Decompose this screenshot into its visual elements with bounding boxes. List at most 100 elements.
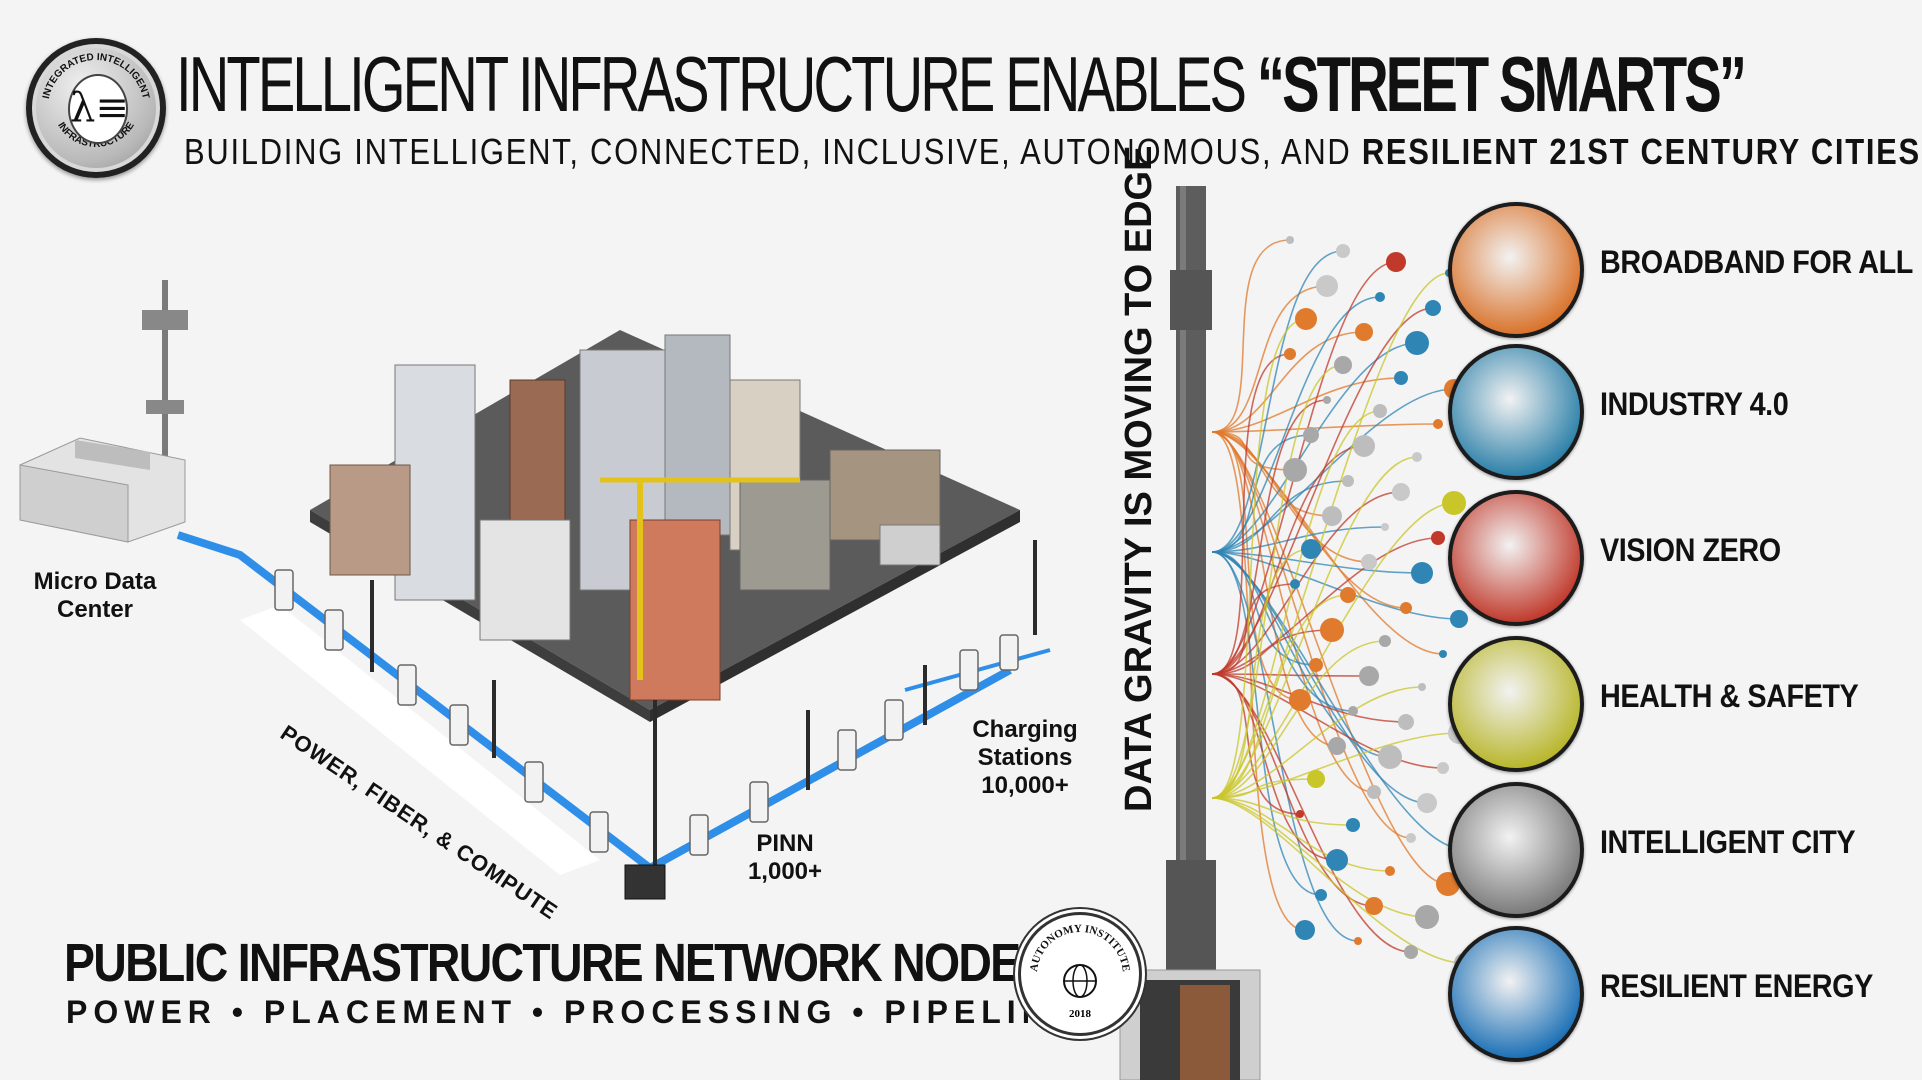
data-dot — [1323, 396, 1331, 404]
fan-line — [1211, 480, 1349, 553]
fan-line — [1211, 502, 1455, 799]
data-dot — [1342, 475, 1354, 487]
street-traffic-photo — [1448, 490, 1584, 626]
lambda-icon: λ≡ — [68, 74, 129, 144]
data-dot — [1415, 905, 1439, 929]
fan-line — [1211, 797, 1354, 826]
fan-line — [1211, 239, 1291, 433]
fan-line — [1211, 551, 1465, 850]
data-dot — [1355, 323, 1373, 341]
fan-line — [1211, 548, 1312, 799]
data-dot — [1406, 833, 1416, 843]
fan-line — [1211, 732, 1460, 799]
autonomy-institute-seal: AUTONOMY INSTITUTE 2018 — [1018, 912, 1142, 1036]
micro-data-center-label: Micro Data Center — [33, 568, 157, 623]
pinn-base — [624, 864, 666, 900]
fan-line — [1211, 673, 1370, 677]
data-dot — [1353, 435, 1375, 457]
data-dots — [1283, 236, 1474, 973]
fan-line — [1211, 296, 1381, 553]
data-dot — [1386, 252, 1406, 272]
data-dot — [1394, 371, 1408, 385]
charging-stations — [274, 569, 1019, 856]
fan-line — [1211, 331, 1365, 433]
data-dot — [1417, 793, 1437, 813]
fan-line — [1211, 364, 1344, 799]
skyline-photo — [1448, 782, 1584, 918]
category-label: VISION ZERO — [1600, 532, 1781, 568]
title-bold: “STREET SMARTS” — [1256, 40, 1747, 128]
data-dot — [1301, 539, 1321, 559]
data-dot — [1286, 236, 1294, 244]
data-dot — [1418, 683, 1426, 691]
data-fan-lines — [1211, 239, 1465, 964]
city-buildings — [329, 334, 941, 701]
pinn-subheading: POWER • PLACEMENT • PROCESSING • PIPELIN… — [66, 994, 1079, 1030]
data-dot — [1348, 706, 1358, 716]
pinn-label: PINN 1,000+ — [747, 830, 823, 885]
edge-pole-diagram — [1119, 186, 1474, 1080]
data-dot — [1296, 810, 1304, 818]
data-dot — [1398, 714, 1414, 730]
data-dot — [1315, 889, 1327, 901]
data-dot — [1328, 737, 1346, 755]
seal-graphic: AUTONOMY INSTITUTE 2018 — [1028, 923, 1132, 1020]
data-dot — [1359, 666, 1379, 686]
data-dot — [1378, 745, 1402, 769]
fan-line — [1211, 686, 1423, 799]
fan-line — [1211, 491, 1402, 675]
fiber-line — [176, 531, 1012, 873]
fan-line — [1211, 594, 1349, 799]
data-dot — [1309, 658, 1323, 672]
fan-line — [1211, 456, 1418, 799]
fan-line — [1211, 778, 1317, 799]
fan-line — [1211, 551, 1359, 942]
data-dot — [1385, 866, 1395, 876]
fan-line — [1211, 399, 1328, 675]
data-dot — [1295, 308, 1317, 330]
energy-city-photo — [1448, 926, 1584, 1062]
fan-line — [1211, 434, 1312, 553]
data-dot — [1326, 849, 1348, 871]
data-dot — [1346, 818, 1360, 832]
smart-pole — [1119, 186, 1261, 1080]
fan-line — [1211, 797, 1428, 918]
fan-line — [1211, 640, 1386, 799]
seal-year: 2018 — [1069, 1008, 1092, 1020]
data-dot — [1340, 587, 1356, 603]
data-dot — [1379, 635, 1391, 647]
data-dot — [1320, 618, 1344, 642]
fan-line — [1211, 537, 1439, 675]
data-dot — [1322, 506, 1342, 526]
data-dot — [1381, 523, 1389, 531]
data-dot — [1392, 483, 1410, 501]
category-label: INTELLIGENT CITY — [1600, 824, 1856, 860]
fan-line — [1211, 377, 1402, 433]
cell-tower — [142, 280, 188, 470]
category-label: INDUSTRY 4.0 — [1600, 386, 1789, 422]
student-laptop-photo — [1448, 202, 1584, 338]
city-network-illustration — [19, 280, 1051, 900]
fan-line — [1211, 318, 1307, 799]
data-dot — [1289, 689, 1311, 711]
data-dot — [1405, 331, 1429, 355]
data-dot — [1375, 292, 1385, 302]
data-dot — [1412, 452, 1422, 462]
fan-line — [1211, 250, 1344, 553]
pinn-poles — [370, 540, 1037, 875]
fan-line — [1211, 673, 1444, 769]
data-dot — [1450, 610, 1468, 628]
data-dot — [1367, 785, 1381, 799]
fan-line — [1211, 797, 1465, 964]
doctor-photo — [1448, 636, 1584, 772]
data-dot — [1284, 348, 1296, 360]
data-gravity-label: DATA GRAVITY IS MOVING TO EDGE — [1118, 145, 1160, 812]
data-dot — [1404, 945, 1418, 959]
data-dot — [1316, 275, 1338, 297]
data-dot — [1354, 937, 1362, 945]
data-dot — [1361, 554, 1377, 570]
category-label: RESILIENT ENERGY — [1600, 968, 1873, 1004]
charging-stations-label: Charging Stations 10,000+ — [972, 716, 1078, 799]
fan-line — [1211, 673, 1412, 953]
category-label: HEALTH & SAFETY — [1600, 678, 1859, 714]
